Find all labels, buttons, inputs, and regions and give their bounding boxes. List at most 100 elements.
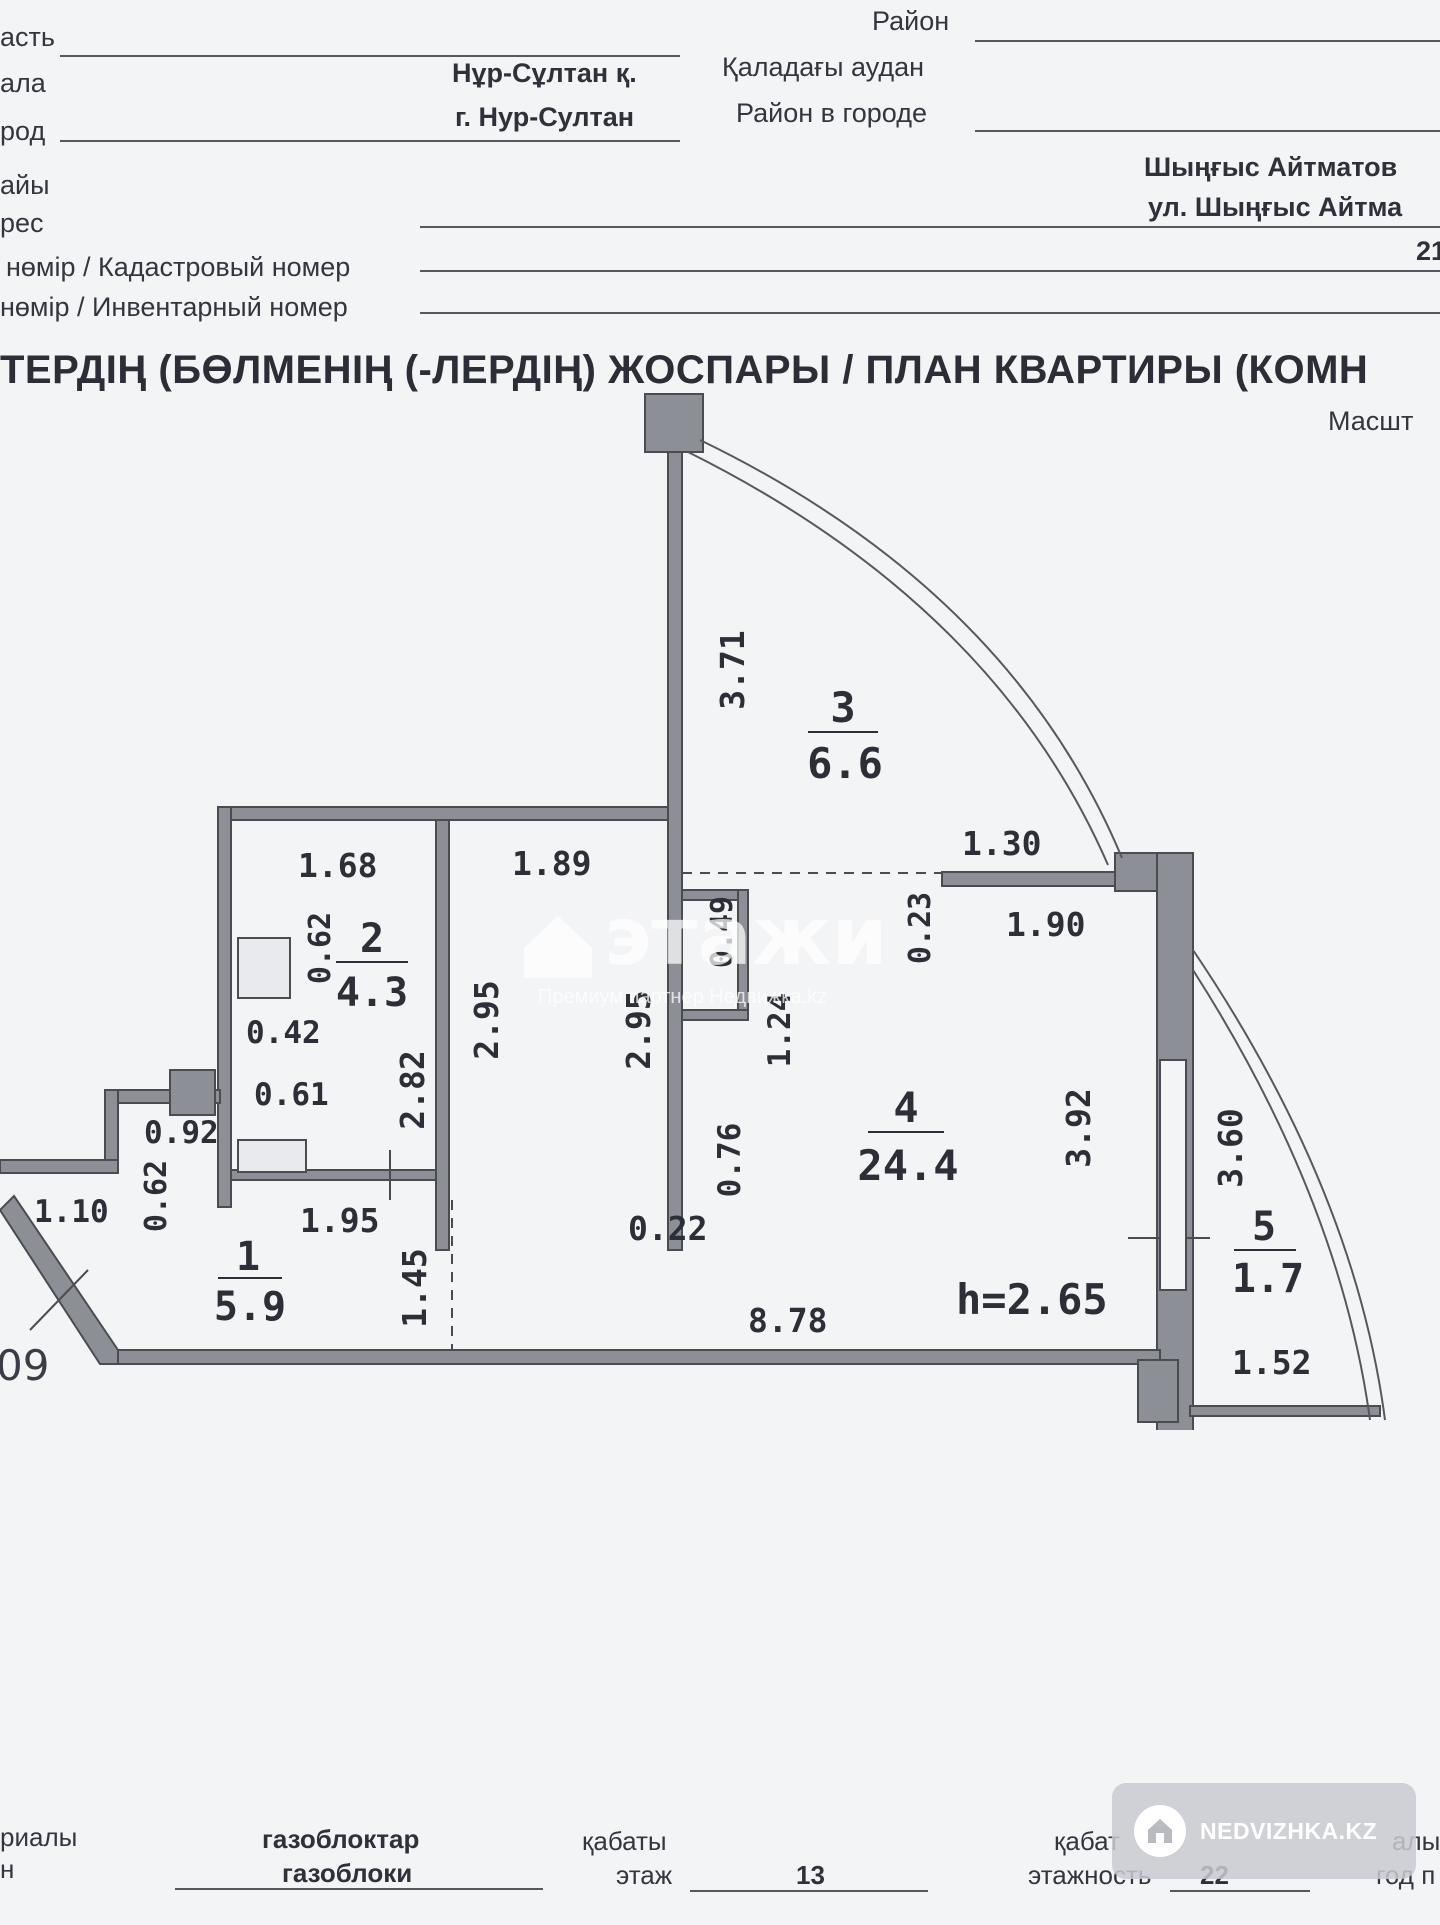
dim-1-68: 1.68 [298,846,377,885]
wall-bottom [117,1349,1161,1365]
building-icon [524,916,592,978]
inventory-line [420,312,1440,314]
district-label: Район [872,6,950,36]
dim-8-78: 8.78 [748,1301,827,1340]
wall-central [667,439,683,1251]
district-ru-label: Район в городе [736,98,927,128]
house-icon [1134,1805,1186,1857]
city-ru-label: род [0,116,46,146]
cadastral-line [420,270,1440,272]
badge-text: NEDVIZHKA.KZ [1200,1817,1378,1844]
dim-0-76: 0.76 [712,1123,748,1198]
cadastral-label: нөмір / Кадастровый номер [6,252,351,282]
glazing-room5-outer [1192,949,1386,1421]
dim-1-45: 1.45 [395,1248,434,1327]
dim-3-71: 3.71 [713,630,752,709]
dim-3-60: 3.60 [1211,1108,1250,1187]
dim-0-61: 0.61 [254,1077,329,1113]
ceiling-height: h=2.65 [956,1275,1108,1324]
dim-1-89: 1.89 [512,844,591,883]
walls [0,393,1381,1430]
room4-number: 4 [893,1083,918,1132]
plan-title: ТЕРДІҢ (БӨЛМЕНІҢ (-ЛЕРДІҢ) ЖОСПАРЫ / ПЛА… [0,348,1369,392]
room4-area: 24.4 [857,1141,958,1190]
oblast-label: асть [0,22,55,52]
fixture-sink [237,937,291,999]
source-badge[interactable]: NEDVIZHKA.KZ [1112,1783,1416,1879]
dim-09: 09 [0,1341,49,1390]
materials-kz: газоблоктар [262,1824,420,1854]
materials-label-bottom: н [0,1854,15,1884]
room5-area: 1.7 [1232,1256,1304,1302]
street-kz-label: айы [0,170,50,200]
inventory-label: нөмір / Инвентарный номер [0,292,348,322]
dim-0-49: 0.49 [705,896,740,968]
wall-entry-left [104,1089,119,1171]
floor-line [690,1890,928,1892]
dim-0-23: 0.23 [903,892,938,964]
wall-bottom-room2 [230,1169,437,1181]
wall-room3-room4 [941,871,1118,887]
floor-ru-label: этаж [616,1860,673,1890]
floors-kz-label: қабат [1054,1826,1120,1856]
street-ru-value: ул. Шыңғыс Айтма [1148,192,1403,222]
watermark-subtitle: Премиум партнер Недвижка.kz [538,986,828,1008]
cadastral-value: 21 [1416,236,1440,266]
dim-1-10: 1.10 [34,1194,109,1230]
city-line [60,140,680,142]
dim-0-42: 0.42 [246,1015,321,1051]
openings [29,872,1210,1350]
balcony-glazing [687,439,1386,1421]
column-top [644,393,704,453]
door-entry [29,1269,89,1331]
wall-bottom-room5 [1189,1405,1381,1417]
room2-area: 4.3 [336,970,408,1016]
city-ru-value: г. Нур-Султан [455,102,635,132]
dim-1-90: 1.90 [1006,905,1085,944]
dim-2-95-left: 2.95 [467,980,506,1059]
wall-left-room2 [217,806,232,1208]
dim-2-82: 2.82 [393,1050,432,1129]
floor-plan: 1 5.9 2 4.3 3 6.6 4 24.4 5 1.7 1.68 1.89… [0,393,1386,1430]
city-kz-label: ала [0,68,46,98]
dimension-labels: 1.68 1.89 1.30 1.90 3.71 0.49 0.23 0.62 … [0,630,1311,1390]
dim-0-62-top: 0.62 [303,912,338,984]
city-kz-value: Нұр-Сұлтан қ. [452,58,637,88]
niche-bottom [681,1009,749,1021]
room2-number: 2 [360,916,384,962]
room-labels: 1 5.9 2 4.3 3 6.6 4 24.4 5 1.7 [214,683,1304,1330]
room5-number: 5 [1252,1204,1276,1250]
room1-number: 1 [236,1234,260,1280]
column-entry [169,1069,216,1116]
wall-top-left [217,806,674,821]
wall-room2-hall [435,819,450,1251]
district-kz-label: Қаладағы аудан [722,52,925,82]
dim-3-92: 3.92 [1059,1088,1098,1167]
watermark-brand: этажи [604,890,888,983]
district-city-line [975,130,1440,132]
room3-number: 3 [830,683,855,732]
fixture-bath [237,1139,307,1173]
scale-label: Масшт [1328,406,1414,436]
floor-kz-label: қабаты [582,1826,667,1856]
wall-diagonal-left [0,1194,119,1365]
window-room4 [1159,1059,1187,1291]
floors-line [1170,1890,1310,1892]
dim-2-95-right: 2.95 [619,990,658,1069]
oblast-line [60,55,680,57]
materials-label-top: риалы [0,1822,78,1852]
floor-value: 13 [796,1860,825,1890]
materials-ru: газоблоки [282,1858,413,1888]
room3-area: 6.6 [807,739,883,788]
glazing-room3-inner [687,451,1109,866]
dim-1-52: 1.52 [1232,1343,1311,1382]
glazing-room3-outer [699,439,1123,859]
dim-1-95: 1.95 [300,1201,379,1240]
dim-1-30: 1.30 [962,824,1041,863]
materials-line [175,1888,543,1890]
street-kz-value: Шыңғыс Айтматов [1144,152,1398,182]
dim-0-92: 0.92 [144,1115,219,1151]
dim-0-62-bottom: 0.62 [139,1160,174,1232]
address-line [420,226,1440,228]
glazing-room5-inner [1192,969,1371,1421]
